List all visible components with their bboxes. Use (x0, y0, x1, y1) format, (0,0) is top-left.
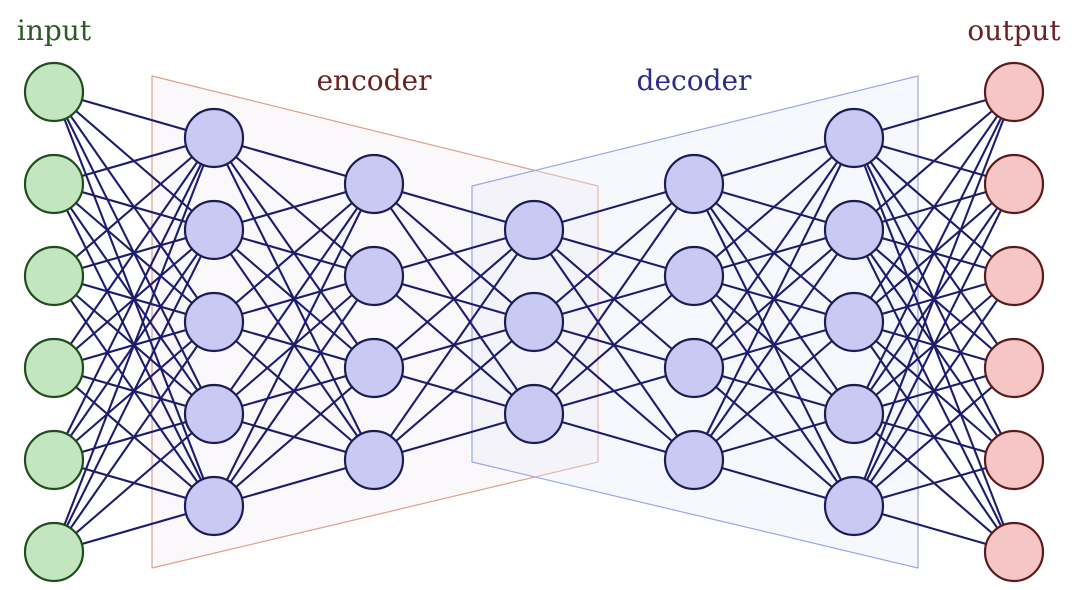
edge-l1n4-l2n1 (213, 275, 375, 507)
encoder-label: encoder (316, 64, 432, 97)
edge-l2n3-l3n1 (373, 321, 535, 461)
edge-l4n3-l5n1 (693, 229, 855, 461)
edge-l4n1-l5n0 (693, 137, 855, 277)
bottleneck-neuron-1 (503, 199, 565, 261)
decoder-hidden-2-neuron-3 (823, 291, 885, 353)
edge-l4n3-l5n0 (693, 137, 855, 461)
decoder-hidden-2-neuron-1 (823, 107, 885, 169)
edge-l0n2-l1n0 (53, 137, 215, 277)
edge-l2n2-l3n0 (373, 229, 535, 369)
encoder-hidden-2-neuron-3 (343, 337, 405, 399)
encoder-hidden-1-neuron-2 (183, 199, 245, 261)
encoder-hidden-1-neuron-3 (183, 291, 245, 353)
edge-l0n3-l1n0 (53, 137, 215, 369)
edge-l0n5-l1n3 (53, 413, 215, 553)
edge-l1n4-l2n0 (213, 183, 375, 507)
input-label: input (17, 14, 92, 47)
output-neuron-1 (983, 61, 1045, 123)
decoder-hidden-2-neuron-5 (823, 475, 885, 537)
encoder-hidden-2-neuron-2 (343, 245, 405, 307)
input-neuron-5 (23, 429, 85, 491)
decoder-hidden-1-neuron-4 (663, 429, 725, 491)
decoder-hidden-2-neuron-2 (823, 199, 885, 261)
input-neuron-6 (23, 521, 85, 583)
input-neuron-4 (23, 337, 85, 399)
edge-l5n3-l6n0 (853, 91, 1015, 415)
edge-l5n4-l6n1 (853, 183, 1015, 507)
encoder-hidden-2-neuron-1 (343, 153, 405, 215)
edge-l3n2-l4n0 (533, 183, 695, 415)
output-label: output (967, 14, 1061, 47)
input-neuron-3 (23, 245, 85, 307)
connections (53, 90, 1015, 554)
encoder-hidden-1-neuron-5 (183, 475, 245, 537)
edge-l3n1-l4n0 (533, 183, 695, 323)
edge-l1n3-l2n0 (213, 183, 375, 415)
edge-l5n4-l6n3 (853, 367, 1015, 507)
encoder-hidden-1-neuron-4 (183, 383, 245, 445)
decoder-hidden-1-neuron-3 (663, 337, 725, 399)
encoder-region (151, 75, 599, 569)
encoder-hidden-1-neuron-1 (183, 107, 245, 169)
output-neuron-4 (983, 337, 1045, 399)
edge-l5n4-l6n0 (853, 91, 1015, 507)
edge-l1n4-l2n2 (213, 367, 375, 507)
output-neuron-5 (983, 429, 1045, 491)
decoder-hidden-1-neuron-2 (663, 245, 725, 307)
decoder-hidden-2-neuron-4 (823, 383, 885, 445)
neurons (23, 61, 1045, 583)
bottleneck-neuron-3 (503, 383, 565, 445)
edge-l4n3-l5n2 (693, 321, 855, 461)
edge-l5n1-l6n0 (853, 91, 1015, 231)
input-neuron-1 (23, 61, 85, 123)
output-neuron-3 (983, 245, 1045, 307)
output-neuron-6 (983, 521, 1045, 583)
edge-l0n5-l1n0 (53, 137, 215, 553)
output-neuron-2 (983, 153, 1045, 215)
decoder-region (471, 75, 919, 569)
edge-l5n4-l6n2 (853, 275, 1015, 507)
edge-l1n2-l2n0 (213, 183, 375, 323)
edge-l0n4-l1n0 (53, 137, 215, 461)
edge-l0n5-l1n2 (53, 321, 215, 553)
edge-l4n2-l5n0 (693, 137, 855, 369)
bottleneck-neuron-2 (503, 291, 565, 353)
encoder-hidden-2-neuron-4 (343, 429, 405, 491)
decoder-label: decoder (637, 64, 753, 97)
decoder-hidden-1-neuron-1 (663, 153, 725, 215)
edge-l2n3-l3n0 (373, 229, 535, 461)
input-neuron-2 (23, 153, 85, 215)
edge-l5n2-l6n0 (853, 91, 1015, 323)
edge-l0n5-l1n1 (53, 229, 215, 553)
edge-l3n2-l4n1 (533, 275, 695, 415)
